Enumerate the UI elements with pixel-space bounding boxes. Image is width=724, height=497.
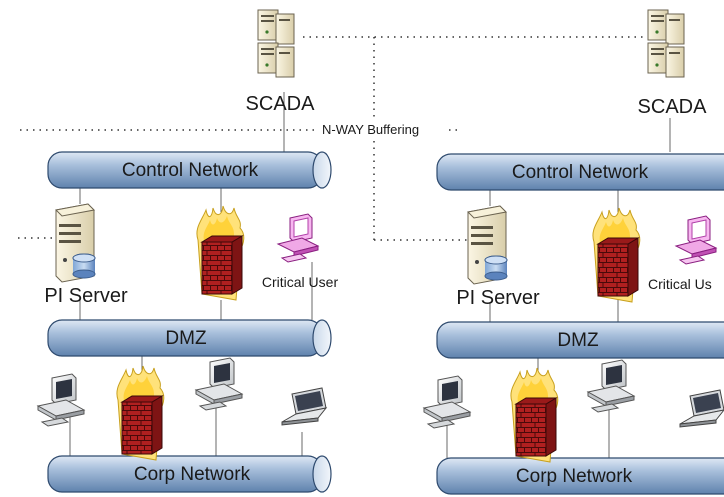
buffering-label: N-WAY Buffering	[322, 122, 419, 137]
buffering-label-bg	[318, 121, 449, 137]
critical-user-icon	[277, 213, 319, 263]
firewall-icon	[196, 205, 245, 301]
corp-network-label: Corp Network	[134, 464, 251, 485]
control-network-bus: Control Network	[47, 151, 332, 189]
scada-label-right: SCADA	[638, 96, 708, 118]
scada-server-icon	[257, 9, 295, 78]
desktop-pc-icon	[37, 373, 85, 427]
critical-user-label-right: Critical Us	[648, 276, 712, 292]
laptop-icon-right	[679, 389, 724, 428]
laptop-icon	[281, 387, 327, 426]
pi-server-icon-right	[467, 205, 508, 285]
corp-network-label-right: Corp Network	[516, 466, 633, 487]
corp-firewall-icon	[116, 365, 165, 461]
scada-label: SCADA	[246, 93, 316, 115]
control-network-label-right: Control Network	[512, 162, 649, 183]
control-network-bus-right: Control Network	[436, 153, 724, 191]
pi-server-icon	[55, 203, 96, 283]
corp-firewall-icon-right	[510, 367, 559, 463]
dmz-label: DMZ	[165, 328, 207, 349]
pi-server-label: PI Server	[44, 285, 128, 307]
dmz-bus-right: DMZ	[436, 321, 724, 359]
critical-user-icon-right	[675, 215, 717, 265]
corp-network-bus: Corp Network	[47, 455, 332, 493]
control-network-label: Control Network	[122, 160, 259, 181]
pi-server-label-right: PI Server	[456, 287, 540, 309]
desktop-pc-icon-right	[587, 359, 635, 413]
desktop-pc-icon	[195, 357, 243, 411]
dmz-label-right: DMZ	[557, 330, 599, 351]
desktop-pc-icon-right	[423, 375, 471, 429]
critical-user-label: Critical User	[262, 274, 339, 290]
dmz-bus: DMZ	[47, 319, 332, 357]
connection-lines	[69, 92, 671, 458]
firewall-icon-right	[592, 207, 641, 303]
scada-server-icon-right	[647, 9, 685, 78]
buffering-dotted-lines	[18, 36, 650, 241]
corp-network-bus-right: Corp Network	[436, 457, 724, 495]
